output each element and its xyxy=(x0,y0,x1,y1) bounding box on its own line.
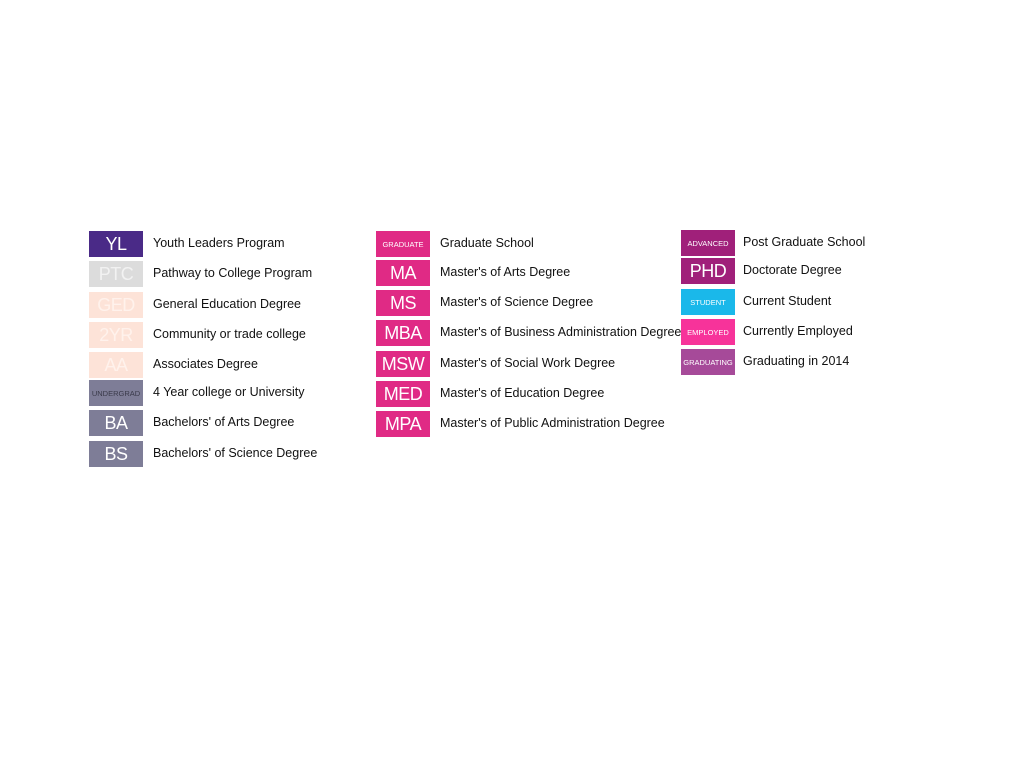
legend-label: Master's of Education Degree xyxy=(440,386,605,400)
legend-label: Current Student xyxy=(743,294,832,308)
legend-label: Bachelors' of Science Degree xyxy=(153,446,318,460)
legend-label: Master's of Arts Degree xyxy=(440,265,571,279)
legend-badge: PHD xyxy=(681,258,735,284)
legend-badge: GRADUATE xyxy=(376,231,430,257)
legend-label: 4 Year college or University xyxy=(153,385,305,399)
legend-label: Bachelors' of Arts Degree xyxy=(153,415,295,429)
legend-badge: EMPLOYED xyxy=(681,319,735,345)
legend-badge: MBA xyxy=(376,320,430,346)
legend-label: Graduating in 2014 xyxy=(743,354,850,368)
legend-badge: MSW xyxy=(376,351,430,377)
legend-label: Graduate School xyxy=(440,236,534,250)
legend-badge: GED xyxy=(89,292,143,318)
legend-badge: BA xyxy=(89,410,143,436)
legend-label: Master's of Science Degree xyxy=(440,295,594,309)
legend-badge: MS xyxy=(376,290,430,316)
legend-badge: AA xyxy=(89,352,143,378)
legend-badge: STUDENT xyxy=(681,289,735,315)
legend-badge: MA xyxy=(376,260,430,286)
legend-label: Master's of Business Administration Degr… xyxy=(440,325,682,339)
legend-label: Pathway to College Program xyxy=(153,266,313,280)
legend-label: Post Graduate School xyxy=(743,235,866,249)
legend-badge: MPA xyxy=(376,411,430,437)
legend-label: Community or trade college xyxy=(153,327,306,341)
legend-badge: UNDERGRAD xyxy=(89,380,143,406)
legend-label: Master's of Social Work Degree xyxy=(440,356,616,370)
legend-label: Doctorate Degree xyxy=(743,263,842,277)
legend-label: Currently Employed xyxy=(743,324,853,338)
legend-label: Associates Degree xyxy=(153,357,258,371)
legend-label: Master's of Public Administration Degree xyxy=(440,416,665,430)
legend-badge: GRADUATING xyxy=(681,349,735,375)
legend-label: Youth Leaders Program xyxy=(153,236,285,250)
legend-badge: MED xyxy=(376,381,430,407)
legend-badge: PTC xyxy=(89,261,143,287)
legend-badge: ADVANCED xyxy=(681,230,735,256)
legend-badge: YL xyxy=(89,231,143,257)
legend-label: General Education Degree xyxy=(153,297,302,311)
legend-badge: BS xyxy=(89,441,143,467)
legend-badge: 2YR xyxy=(89,322,143,348)
